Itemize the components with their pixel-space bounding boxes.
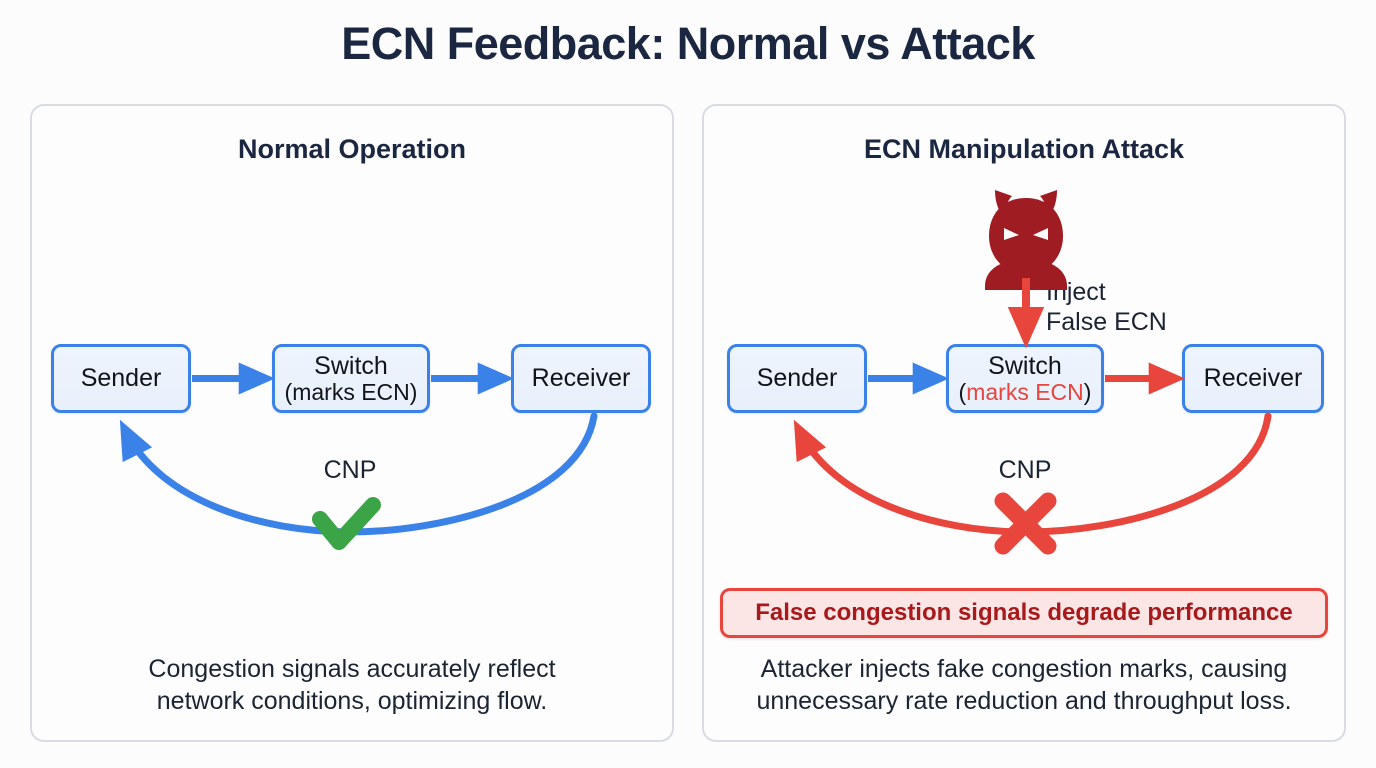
node-label: Sender (756, 364, 838, 393)
inject-label-line: False ECN (1046, 308, 1167, 336)
caption-line: network conditions, optimizing flow. (156, 686, 548, 715)
caption-line: Attacker injects fake congestion marks, … (760, 655, 1288, 683)
caption-attack: Attacker injects fake congestion marks, … (702, 654, 1346, 718)
node-label: Receiver (1203, 364, 1303, 393)
node-label: Receiver (531, 364, 631, 393)
inject-false-ecn-label: Inject False ECN (1046, 277, 1167, 337)
node-receiver-attack[interactable]: Receiver (1182, 344, 1324, 413)
inject-label-line: Inject (1046, 278, 1106, 306)
marks-ecn-text: marks ECN (966, 378, 1084, 405)
node-receiver-normal[interactable]: Receiver (511, 344, 651, 413)
node-sublabel: (marks ECN) (958, 378, 1092, 405)
panel-ecn-manipulation-attack: ECN Manipulation Attack (702, 104, 1346, 742)
caption-line: unnecessary rate reduction and throughpu… (756, 686, 1292, 715)
node-label: Switch (314, 352, 388, 381)
paren-close: ) (1083, 378, 1092, 405)
caption-normal: Congestion signals accurately reflect ne… (30, 654, 674, 718)
node-sender-normal[interactable]: Sender (51, 344, 191, 413)
panel-normal-operation: Normal Operation (30, 104, 674, 742)
node-label: Sender (80, 364, 162, 393)
node-sender-attack[interactable]: Sender (727, 344, 867, 413)
caption-line: Congestion signals accurately reflect (148, 655, 556, 683)
paren-open: ( (958, 378, 967, 405)
node-switch-attack[interactable]: Switch (marks ECN) (946, 344, 1104, 413)
warning-banner: False congestion signals degrade perform… (720, 588, 1328, 638)
panel-heading-normal: Normal Operation (237, 134, 467, 164)
page-title: ECN Feedback: Normal vs Attack (341, 18, 1035, 69)
node-label: Switch (988, 352, 1062, 381)
cnp-label-attack: CNP (998, 456, 1052, 484)
node-sublabel: (marks ECN) (284, 378, 418, 405)
panel-heading-attack: ECN Manipulation Attack (863, 134, 1185, 164)
node-switch-normal[interactable]: Switch (marks ECN) (272, 344, 430, 413)
cnp-label-normal: CNP (323, 456, 377, 484)
